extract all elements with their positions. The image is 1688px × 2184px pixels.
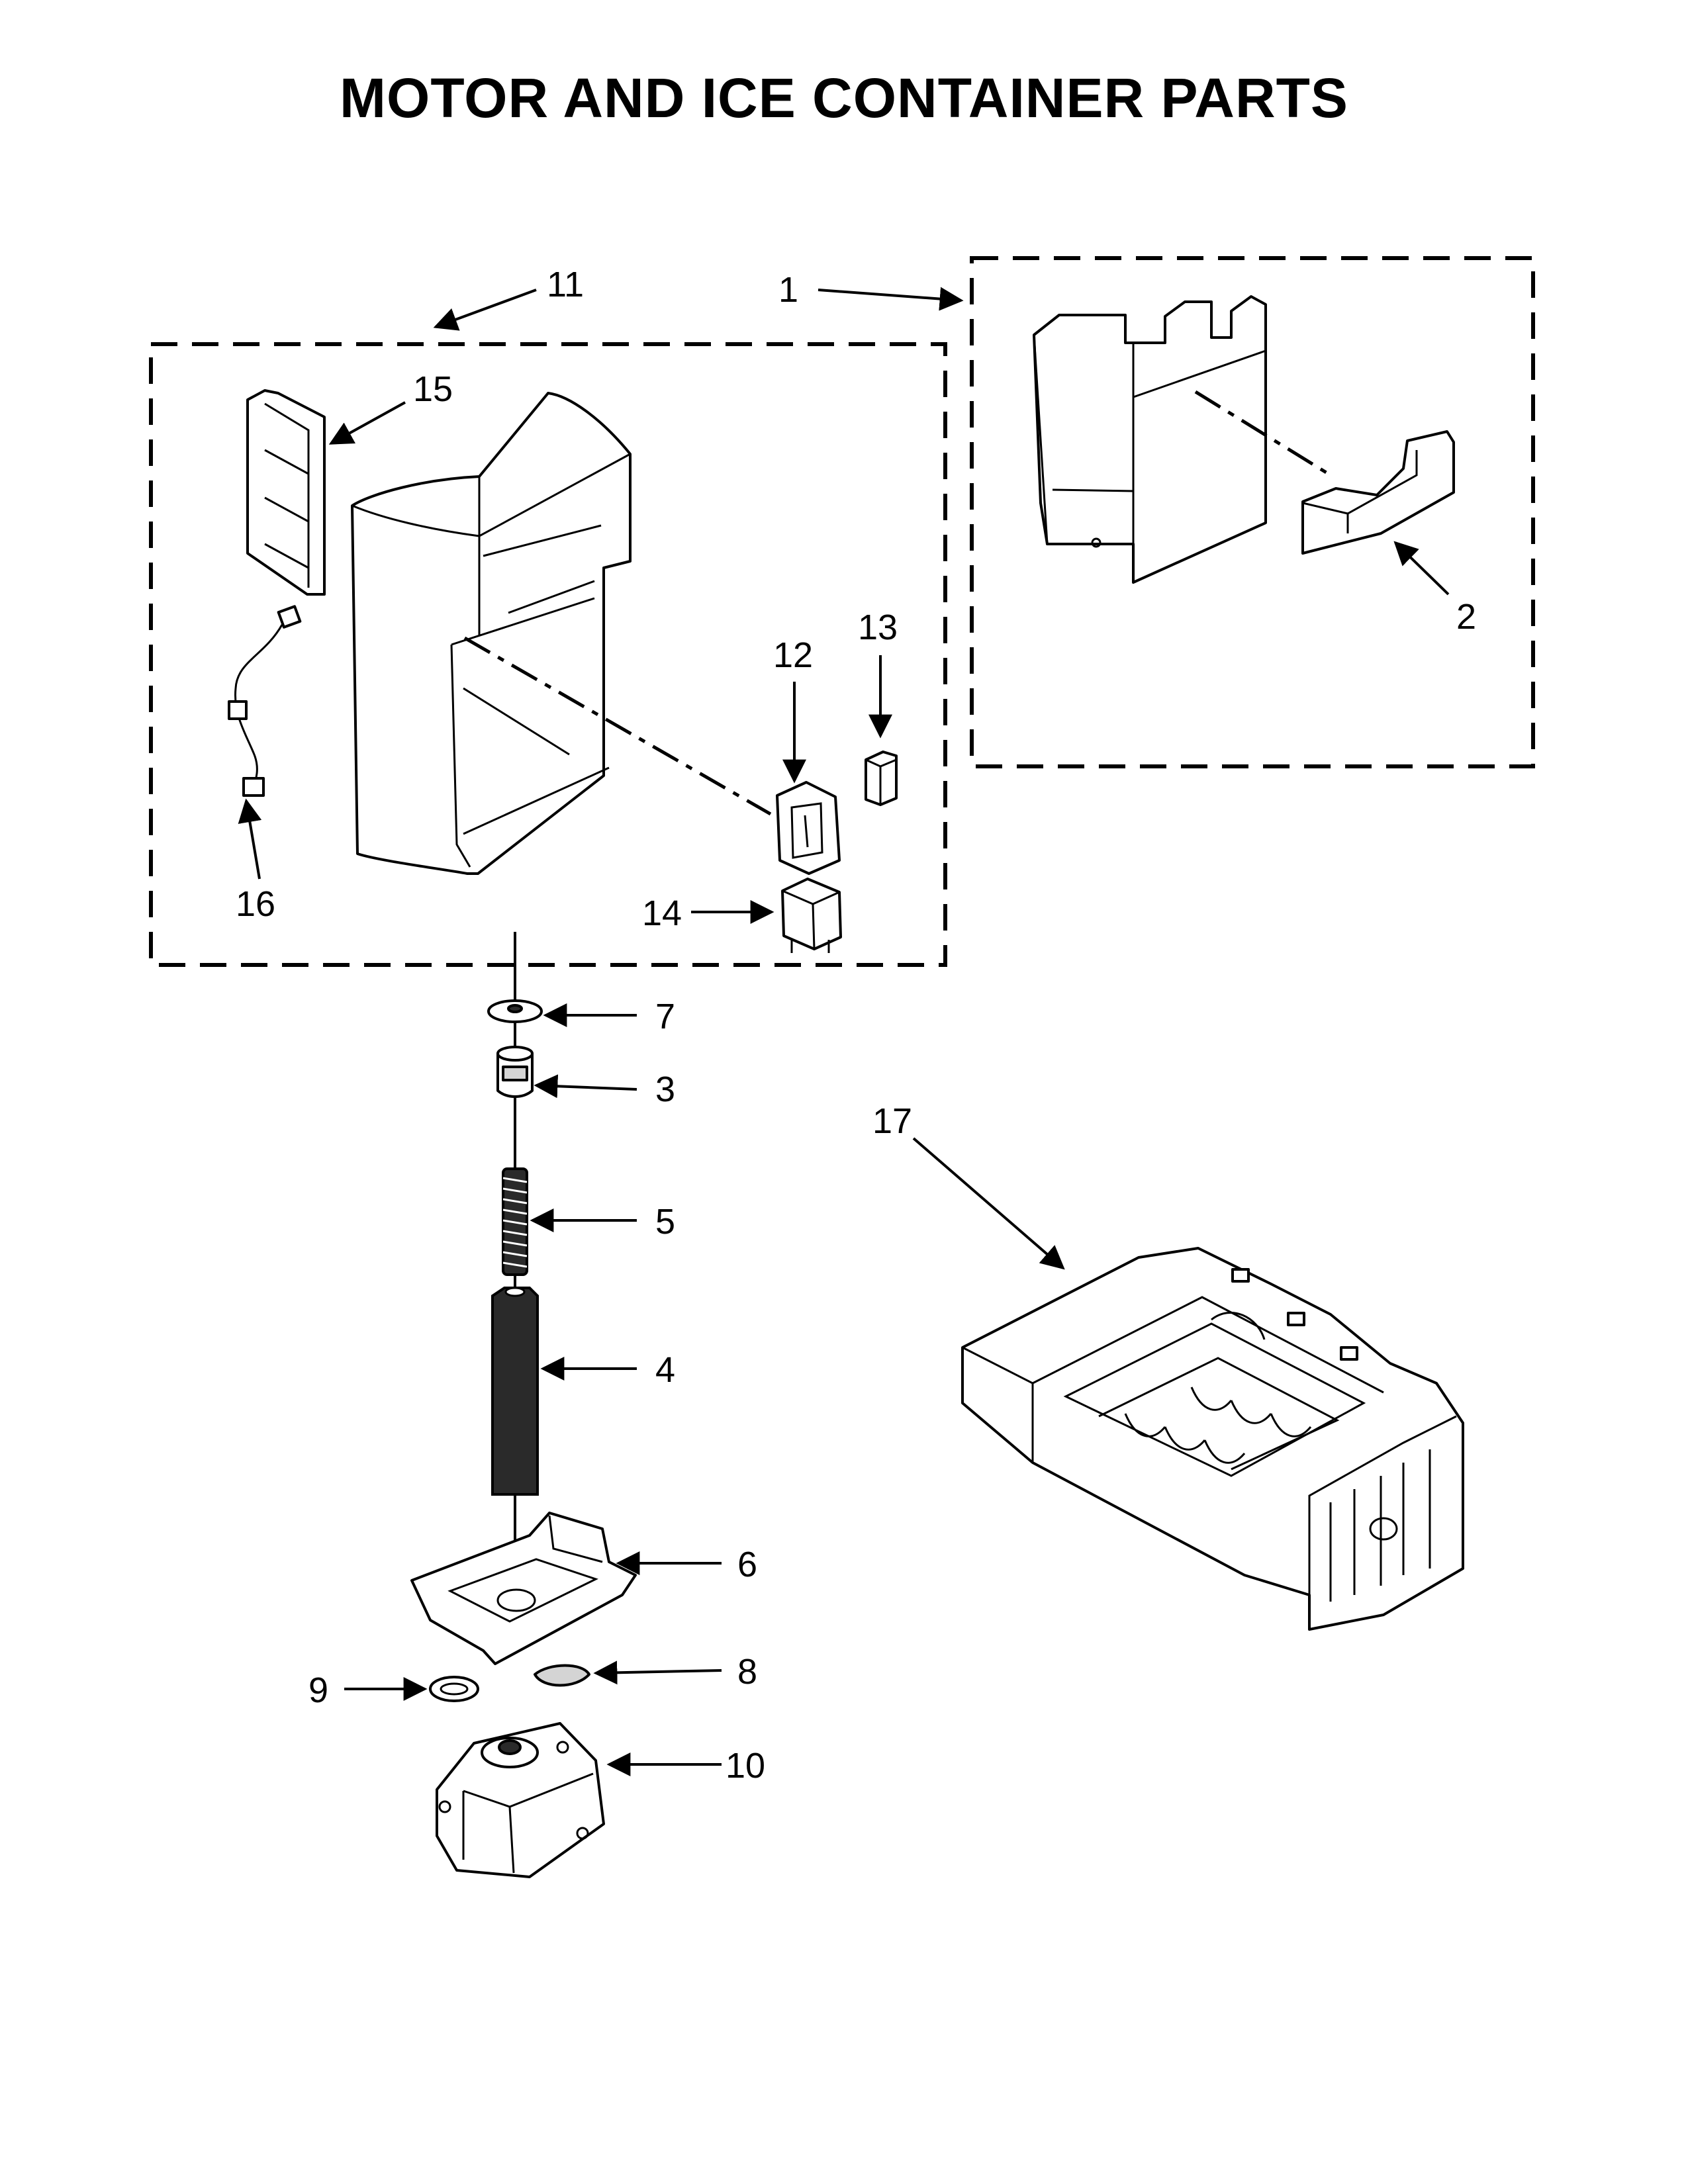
callout-3: 3 [655, 1069, 675, 1109]
part-gasket-8[interactable] [534, 1664, 590, 1687]
part-motor-mount-6[interactable] [410, 1512, 637, 1665]
part-spring-5[interactable] [502, 1167, 528, 1276]
callout-13: 13 [858, 608, 898, 647]
part-dispenser-housing-11[interactable] [351, 392, 632, 875]
callout-4: 4 [655, 1350, 675, 1390]
part-washer-7[interactable] [487, 999, 543, 1023]
dispenser-assembly-group-box [149, 342, 947, 967]
part-ice-bin-17[interactable] [961, 1247, 1464, 1631]
housing-alignment-line [463, 636, 772, 816]
page-title: MOTOR AND ICE CONTAINER PARTS [340, 67, 1348, 129]
container-alignment-line [1194, 390, 1332, 477]
callout-2: 2 [1456, 597, 1476, 637]
callout-1: 1 [778, 270, 798, 310]
callout-11: 11 [547, 265, 584, 304]
callout-15: 15 [413, 369, 453, 409]
part-relay-14[interactable] [781, 878, 842, 953]
callout-8: 8 [737, 1652, 757, 1692]
callout-16: 16 [236, 884, 275, 924]
callout-10: 10 [726, 1746, 765, 1786]
part-cover-panel-15[interactable] [246, 389, 326, 596]
callout-numbers: 1 2 3 4 5 6 7 8 9 10 11 12 13 14 15 16 1… [236, 265, 1476, 1786]
part-auger-motor-10[interactable] [436, 1722, 605, 1878]
callout-7: 7 [655, 997, 675, 1036]
callout-17: 17 [872, 1101, 912, 1141]
callout-9: 9 [308, 1670, 328, 1710]
callout-leader-lines [238, 287, 1450, 1776]
callout-5: 5 [655, 1202, 675, 1242]
part-ring-washer-9[interactable] [429, 1676, 479, 1702]
part-switch-13[interactable] [865, 751, 898, 806]
part-auger-shaft-4[interactable] [491, 1287, 539, 1496]
part-switch-bracket-12[interactable] [776, 781, 841, 875]
callout-12: 12 [773, 635, 813, 675]
part-ice-container-1[interactable] [1033, 295, 1267, 584]
part-container-bracket-2[interactable] [1301, 430, 1455, 555]
part-wire-harness-16[interactable] [228, 605, 302, 797]
callout-6: 6 [737, 1545, 757, 1584]
callout-14: 14 [642, 893, 682, 933]
part-coupler-3[interactable] [496, 1046, 534, 1098]
